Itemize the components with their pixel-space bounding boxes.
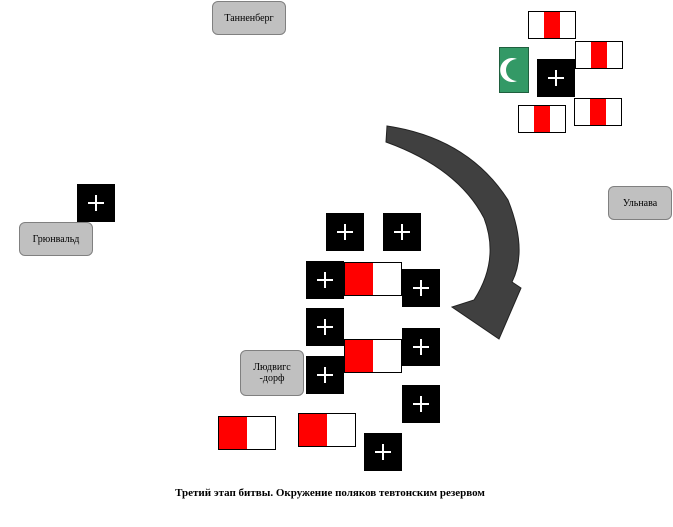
- place-grunwald-label: Грюнвальд: [32, 233, 80, 245]
- polish-unit-flag: [218, 416, 276, 450]
- place-tannenberg: Танненберг: [212, 1, 286, 35]
- polish-banner-flag: [518, 105, 566, 133]
- teutonic-unit-cross-icon: [77, 184, 115, 222]
- place-grunwald: Грюнвальд: [19, 222, 93, 256]
- polish-unit-flag: [344, 339, 402, 373]
- polish-banner-flag: [574, 98, 622, 126]
- polish-banner-flag: [528, 11, 576, 39]
- teutonic-unit-cross-icon: [402, 328, 440, 366]
- tatar-unit-crescent-icon: [499, 47, 529, 93]
- diagram-caption: Третий этап битвы. Окружение поляков тев…: [175, 487, 485, 499]
- place-ulnava-label: Ульнава: [622, 197, 658, 209]
- teutonic-unit-cross-icon: [402, 269, 440, 307]
- polish-unit-flag: [344, 262, 402, 296]
- teutonic-unit-cross-icon: [306, 356, 344, 394]
- teutonic-unit-cross-icon: [326, 213, 364, 251]
- teutonic-unit-cross-icon: [306, 308, 344, 346]
- teutonic-unit-cross-icon: [306, 261, 344, 299]
- polish-unit-flag: [298, 413, 356, 447]
- teutonic-unit-cross-icon: [537, 59, 575, 97]
- place-ludwigsdorf: Людвигс -дорф: [240, 350, 304, 396]
- place-tannenberg-label: Танненберг: [224, 12, 274, 24]
- place-ludwigsdorf-label-2: -дорф: [259, 373, 285, 384]
- teutonic-unit-cross-icon: [402, 385, 440, 423]
- teutonic-unit-cross-icon: [383, 213, 421, 251]
- polish-banner-flag: [575, 41, 623, 69]
- place-ulnava: Ульнава: [608, 186, 672, 220]
- teutonic-unit-cross-icon: [364, 433, 402, 471]
- place-ludwigsdorf-label-1: Людвигс: [253, 362, 291, 373]
